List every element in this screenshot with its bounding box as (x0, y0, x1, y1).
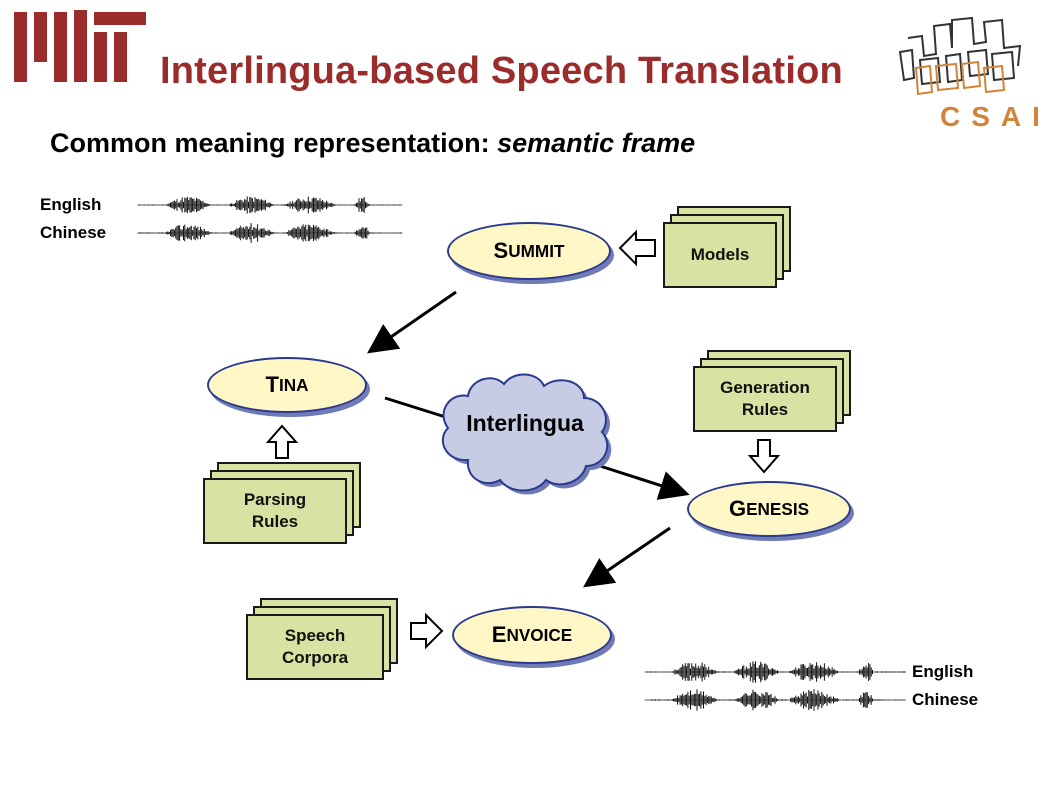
speech-corpora-card: Speech Corpora (246, 614, 384, 680)
subtitle: Common meaning representation: semantic … (50, 128, 695, 159)
parsing-rules-label: Parsing Rules (243, 489, 307, 531)
summit-rest: UMMIT (508, 240, 565, 261)
envoice-rest: NVOICE (506, 624, 573, 645)
hollow-arrow-icon (410, 612, 444, 650)
page-title: Interlingua-based Speech Translation (160, 50, 843, 92)
models-label: Models (690, 244, 750, 264)
genesis-first: G (728, 496, 747, 521)
wave-top-label-english: English (40, 195, 102, 214)
waveform-icon (644, 689, 906, 711)
hollow-arrow-icon (618, 229, 656, 267)
parsing-rules-stack: Parsing Rules (203, 462, 363, 548)
generation-rules-card: Generation Rules (693, 366, 837, 432)
summit-first: S (493, 238, 509, 263)
generation-rules-label: Generation Rules (720, 377, 810, 419)
csail-logo-text: CSAIL (940, 101, 1050, 132)
parsing-rules-card: Parsing Rules (203, 478, 347, 544)
envoice-first: E (491, 622, 507, 647)
mit-logo (14, 10, 146, 82)
hollow-arrow-icon (265, 424, 299, 459)
arrow-summit-to-tina (367, 290, 457, 354)
arrow-genesis-to-envoice (583, 526, 671, 588)
speech-corpora-stack: Speech Corpora (246, 598, 400, 684)
hollow-arrow-icon (747, 439, 781, 474)
wave-top-label-chinese: Chinese (40, 223, 107, 242)
interlingua-label: Interlingua (466, 410, 584, 436)
waveform-icon (644, 661, 906, 683)
models-stack: Models (663, 206, 793, 290)
genesis-rest: ENESIS (746, 498, 810, 519)
speech-corpora-label: Speech Corpora (281, 625, 349, 667)
tina-rest: INA (278, 374, 309, 395)
models-card: Models (663, 222, 777, 288)
subtitle-main: Common meaning representation: (50, 128, 498, 158)
wave-bottom-label-chinese: Chinese (912, 690, 979, 709)
tina-first: T (265, 372, 279, 397)
waveform-icon (137, 196, 403, 214)
cloud-icon (441, 373, 612, 495)
csail-logo: CSAIL (898, 16, 1050, 132)
waveform-icon (137, 223, 403, 243)
wave-bottom-label-english: English (912, 662, 974, 681)
subtitle-italic: semantic frame (497, 128, 696, 158)
arrow-interlingua-to-genesis (599, 464, 690, 500)
generation-rules-stack: Generation Rules (693, 350, 853, 436)
